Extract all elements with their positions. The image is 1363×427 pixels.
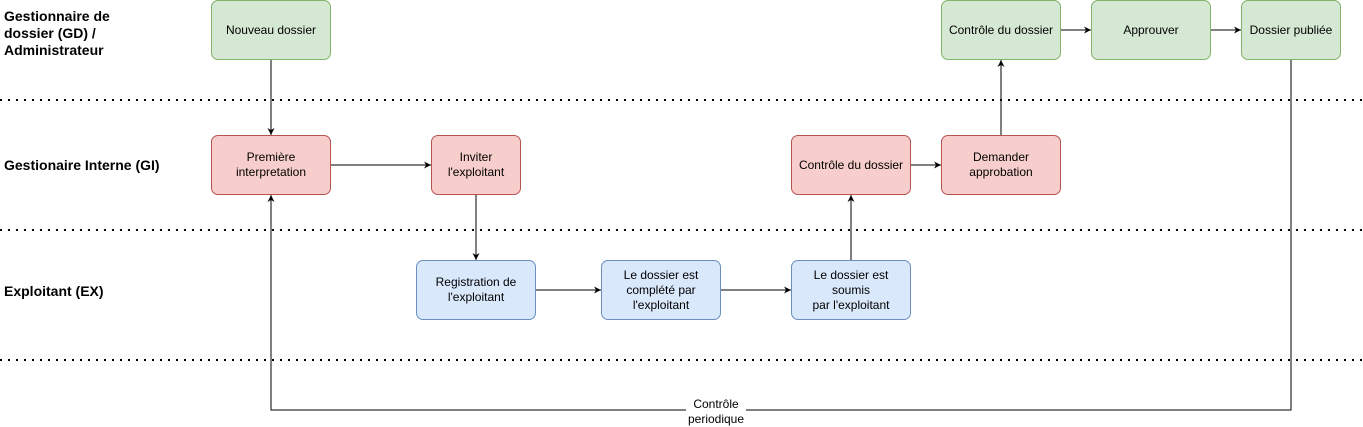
node-dossier-complete[interactable]: Le dossier est complété par l'exploitant: [601, 260, 721, 320]
lane-label-gd: Gestionnaire de dossier (GD) / Administr…: [4, 8, 110, 58]
edge-label-controle-periodique: Contrôle periodique: [686, 397, 746, 427]
node-controle-dossier-gd[interactable]: Contrôle du dossier: [941, 0, 1061, 60]
node-premiere-interpretation[interactable]: Première interpretation: [211, 135, 331, 195]
lane-label-gi: Gestionaire Interne (GI): [4, 157, 160, 173]
node-demander-approbation[interactable]: Demander approbation: [941, 135, 1061, 195]
node-registration-exploitant[interactable]: Registration de l'exploitant: [416, 260, 536, 320]
node-controle-dossier-gi[interactable]: Contrôle du dossier: [791, 135, 911, 195]
node-approuver[interactable]: Approuver: [1091, 0, 1211, 60]
lane-label-ex: Exploitant (EX): [4, 283, 104, 299]
node-dossier-soumis[interactable]: Le dossier est soumis par l'exploitant: [791, 260, 911, 320]
edge-publiee-loop-to-premiere: [267, 60, 1292, 411]
node-inviter-exploitant[interactable]: Inviter l'exploitant: [431, 135, 521, 195]
node-dossier-publiee[interactable]: Dossier publiée: [1241, 0, 1341, 60]
node-nouveau-dossier[interactable]: Nouveau dossier: [211, 0, 331, 60]
